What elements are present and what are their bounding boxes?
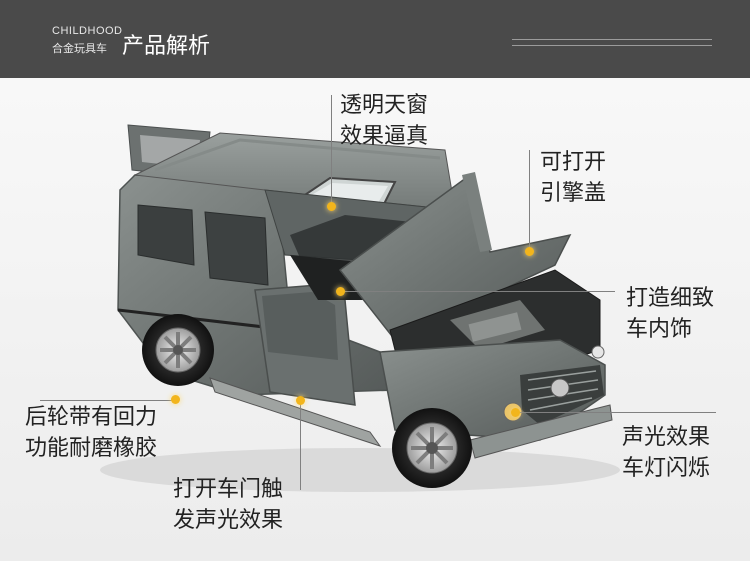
lights-highlight-dot <box>511 408 520 417</box>
feature-hood-line2: 引擎盖 <box>540 181 607 206</box>
callout-line-hood <box>529 150 530 252</box>
callout-line-interior <box>340 291 615 292</box>
feature-hood: 可打开 引擎盖 <box>540 147 606 209</box>
page-title: 产品解析 <box>122 34 211 59</box>
hood-highlight-dot <box>525 247 534 256</box>
feature-wheels-line1: 后轮带有回力 <box>25 405 158 430</box>
feature-doors: 打开车门触 发声光效果 <box>173 474 283 536</box>
doors-highlight-dot <box>296 396 305 405</box>
sunroof-highlight-dot <box>327 202 336 211</box>
feature-hood-line1: 可打开 <box>540 150 607 175</box>
feature-interior-line2: 车内饰 <box>626 317 693 342</box>
feature-interior: 打造细致 车内饰 <box>626 283 714 345</box>
feature-lights: 声光效果 车灯闪烁 <box>622 422 710 484</box>
feature-doors-line1: 打开车门触 <box>173 477 284 502</box>
callout-line-sunroof <box>331 95 332 207</box>
callout-line-wheels <box>40 400 175 401</box>
toy-car-illustration <box>100 124 620 492</box>
feature-interior-line1: 打造细致 <box>626 286 715 311</box>
feature-sunroof: 透明天窗 效果逼真 <box>340 90 428 152</box>
wheels-highlight-dot <box>171 395 180 404</box>
callout-line-lights <box>516 412 716 413</box>
feature-lights-line2: 车灯闪烁 <box>622 456 711 481</box>
feature-sunroof-line1: 透明天窗 <box>340 93 429 118</box>
interior-highlight-dot <box>336 287 345 296</box>
brand-name-en: CHILDHOOD <box>52 25 123 37</box>
feature-doors-line2: 发声光效果 <box>173 508 284 533</box>
fine-print-decoration <box>512 34 712 48</box>
feature-wheels-line2: 功能耐磨橡胶 <box>25 436 158 461</box>
callout-line-doors <box>300 400 301 490</box>
feature-wheels: 后轮带有回力 功能耐磨橡胶 <box>25 402 157 464</box>
feature-sunroof-line2: 效果逼真 <box>340 124 429 149</box>
feature-lights-line1: 声光效果 <box>622 425 711 450</box>
header-banner: CHILDHOOD 合金玩具车 产品解析 <box>0 0 750 78</box>
brand-name-cn: 合金玩具车 <box>52 42 107 55</box>
